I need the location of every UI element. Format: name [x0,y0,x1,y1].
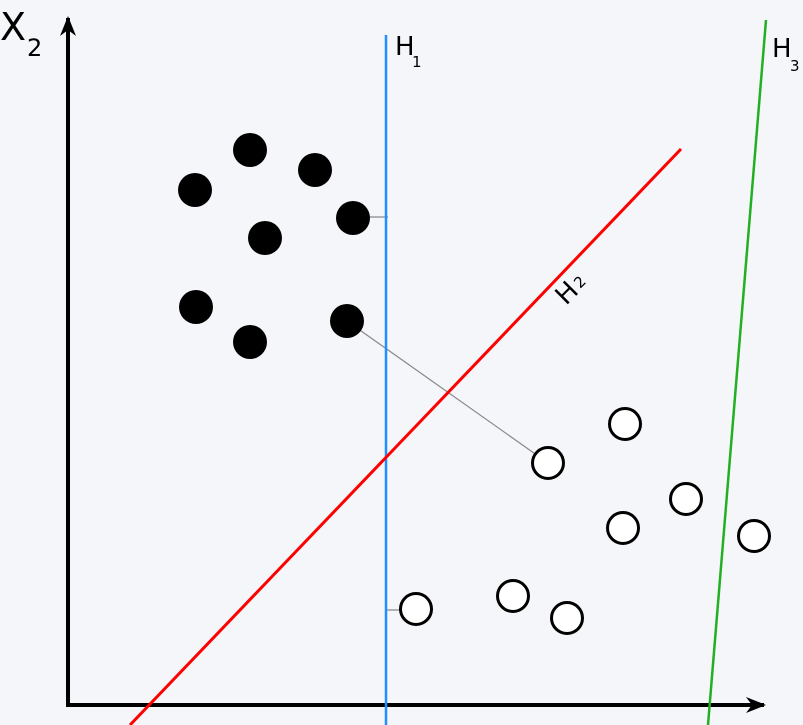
data-points [178,133,771,635]
y-axis-label-subscript: 2 [27,34,42,62]
filled-point [178,173,212,207]
filled-point [179,290,213,324]
label-h2: H 2 [550,272,590,311]
filled-point [248,221,282,255]
hollow-point [608,407,642,441]
svg-text:H: H [395,32,415,62]
hollow-point [399,592,433,626]
hollow-point [606,511,640,545]
hollow-point [550,601,584,635]
hyperplane-h2 [128,147,683,725]
hyperplane-h3 [706,19,768,725]
hollow-point [669,482,703,516]
filled-point [298,153,332,187]
filled-point [233,325,267,359]
label-h1: H 1 [395,32,422,71]
hollow-point [496,579,530,613]
svg-text:H: H [772,34,792,64]
y-axis-label: X [0,5,26,49]
hollow-point [531,446,565,480]
label-h3: H 3 [772,34,800,75]
filled-point [336,201,370,235]
filled-point [330,304,364,338]
filled-point [233,133,267,167]
svg-text:1: 1 [412,53,422,71]
hollow-point [737,519,771,553]
svg-text:3: 3 [790,57,800,75]
